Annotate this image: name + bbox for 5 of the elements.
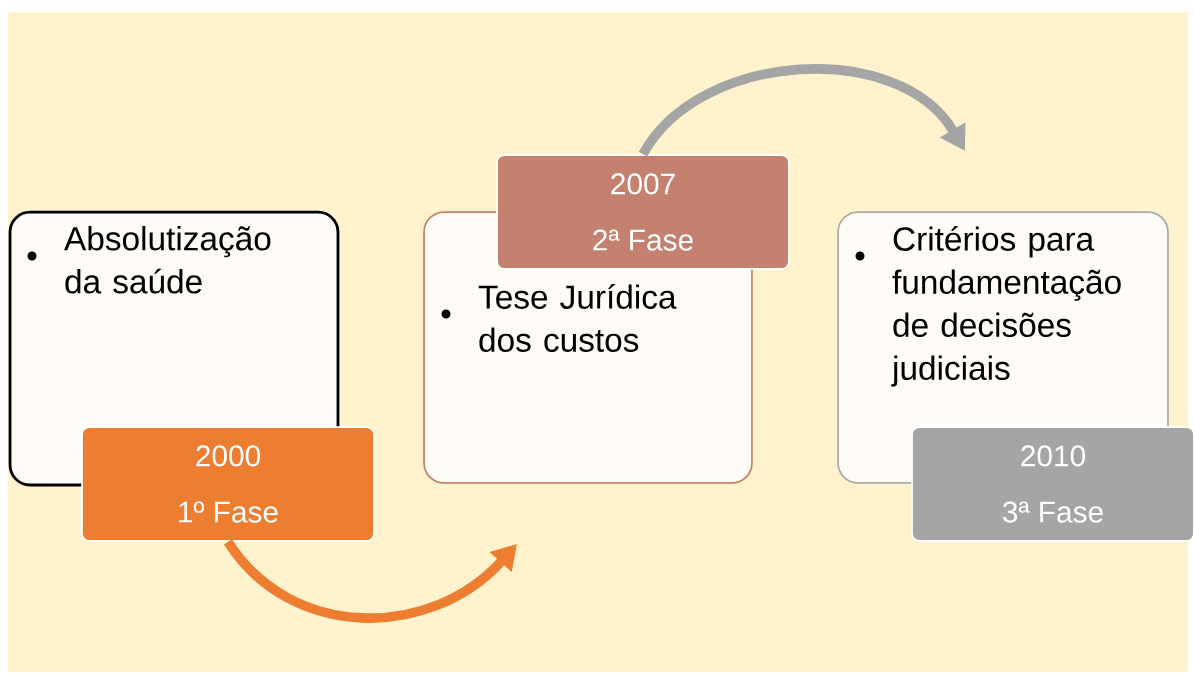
phase-label: 2010 3ª Fase <box>911 426 1194 542</box>
curved-arrow <box>639 64 966 157</box>
phase-label: 2007 2ª Fase <box>496 154 790 270</box>
curved-arrow <box>224 538 517 623</box>
phase-label: 2000 1º Fase <box>81 426 375 542</box>
